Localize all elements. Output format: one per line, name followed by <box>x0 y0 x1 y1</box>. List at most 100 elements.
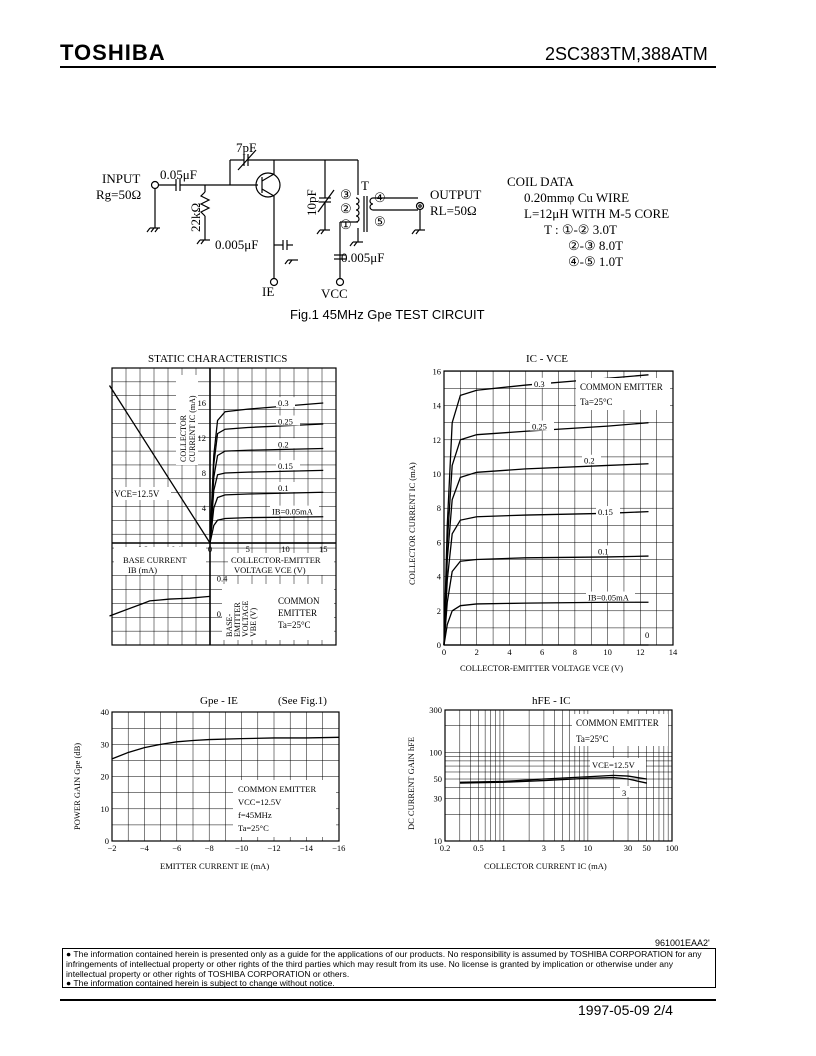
label-bg <box>294 0 303 10</box>
icvce-curve-5 <box>443 601 649 646</box>
static-series-label: 0.25 <box>278 417 293 427</box>
icvce-ytick: 14 <box>433 401 442 411</box>
gpe-xtick: −6 <box>172 843 181 853</box>
hfe-ytick: 50 <box>434 774 443 784</box>
label-bg <box>276 460 300 471</box>
t-label: T <box>361 178 369 193</box>
hfe-ylabel: DC CURRENT GAIN hFE <box>406 737 416 830</box>
static-vce-label: VOLTAGE VCE (V) <box>234 565 306 575</box>
static-title: STATIC CHARACTERISTICS <box>148 353 287 365</box>
hfe-curve-0 <box>459 774 647 783</box>
c-in-label: 0.05μF <box>160 167 197 182</box>
gpe-xtick: −12 <box>267 843 280 853</box>
label-bg <box>276 438 295 449</box>
coil-line-5: ②-③ 8.0T <box>568 238 623 253</box>
hfe-xlabel: COLLECTOR CURRENT IC (mA) <box>484 861 607 871</box>
coil-line-1: COIL DATA <box>507 174 574 189</box>
gpe-xtick: −2 <box>107 843 116 853</box>
icvce-series-label: 0.2 <box>584 456 595 466</box>
icvce-ytick: 10 <box>433 469 442 479</box>
static-xtick: 5 <box>246 544 250 554</box>
gpe-xtick: −10 <box>235 843 248 853</box>
hfe-xtick: 5 <box>560 843 564 853</box>
icvce-xtick: 0 <box>442 647 446 657</box>
static-input-curve <box>109 595 211 617</box>
gpe-xtick: −4 <box>140 843 150 853</box>
gpe-xtick: −8 <box>205 843 214 853</box>
icvce-xtick: 4 <box>507 647 512 657</box>
icvce-title: IC - VCE <box>526 353 568 365</box>
icvce-xtick: 10 <box>603 647 612 657</box>
icvce-legend-1: COMMON EMITTER <box>580 382 663 392</box>
hfe-xtick: 50 <box>642 843 651 853</box>
pin3-label: ③ <box>340 187 352 202</box>
c-fb-label: 7pF <box>236 140 256 155</box>
label-bg <box>620 786 630 797</box>
static-xtick: 0 <box>208 544 212 554</box>
gpe-ytick: 20 <box>101 772 110 782</box>
hfe-series-label: 3 <box>622 788 626 798</box>
ie-label: IE <box>262 284 274 299</box>
header-rule <box>60 66 716 68</box>
rl-label: RL=50Ω <box>430 203 477 218</box>
static-collector-label: COLLECTOR <box>179 414 188 462</box>
icvce-ytick: 4 <box>437 572 442 582</box>
icvce-xlabel: COLLECTOR-EMITTER VOLTAGE VCE (V) <box>460 663 623 673</box>
static-series-label: IB=0.05mA <box>272 507 314 517</box>
label-bg <box>596 506 620 517</box>
label-bg <box>276 397 295 408</box>
test-circuit <box>146 149 425 287</box>
icvce-series-label: 0.3 <box>534 379 545 389</box>
hfe-legend-2: Ta=25°C <box>576 734 609 744</box>
hfe-xtick: 10 <box>584 843 593 853</box>
hfe-xtick: 1 <box>502 843 506 853</box>
label-bg <box>532 377 551 388</box>
icvce-ytick: 0 <box>437 640 441 650</box>
icvce-ytick: 16 <box>433 366 442 376</box>
part-number: 2SC383TM,388ATM <box>545 44 708 64</box>
pin1-label: ① <box>340 217 352 232</box>
static-vce-annotation: VCE=12.5V <box>114 489 160 499</box>
icvce-series-label: 0.15 <box>598 507 613 517</box>
icvce-series-label: IB=0.05mA <box>588 593 630 603</box>
hfe-xtick: 30 <box>624 843 633 853</box>
static-common: COMMON <box>278 596 320 606</box>
static-curve-3 <box>209 469 324 544</box>
icvce-xtick: 14 <box>669 647 678 657</box>
label-bg <box>530 420 554 431</box>
c-tune-label: 10pF <box>304 189 319 216</box>
icvce-ylabel: COLLECTOR CURRENT IC (mA) <box>407 462 417 585</box>
gpe-ytick: 0 <box>105 836 109 846</box>
svg-text:VOLTAGE: VOLTAGE <box>241 600 250 637</box>
hfe-curve-1 <box>459 776 647 784</box>
disclaimer-box: ● The information contained herein is pr… <box>62 948 716 988</box>
c-vcc-label: 0.005μF <box>341 250 384 265</box>
static-curve-2 <box>209 447 324 544</box>
icvce-curve-4 <box>443 555 649 646</box>
icvce-legend-2: Ta=25°C <box>580 397 613 407</box>
c-e-label: 0.005μF <box>215 237 258 252</box>
icvce-ytick: 6 <box>437 537 441 547</box>
circuit-labels: INPUT Rg=50Ω 0.05μF 7pF 22kΩ 0.005μF IE … <box>96 140 481 301</box>
pin5-label: ⑤ <box>374 214 386 229</box>
static-transfer-curve <box>108 385 211 544</box>
label-bg <box>643 629 652 640</box>
icvce-curve-3 <box>443 510 649 646</box>
gpe-legend-3: f=45MHz <box>238 810 272 820</box>
label-bg <box>270 505 319 516</box>
static-curve-4 <box>209 491 324 544</box>
static-series-label: 0.1 <box>278 483 289 493</box>
icvce-ytick: 8 <box>437 503 441 513</box>
hfe-legend-1: COMMON EMITTER <box>576 718 659 728</box>
coil-line-3: L=12μH WITH M-5 CORE <box>524 206 669 221</box>
icvce-xtick: 2 <box>475 647 479 657</box>
static-ytick: 12 <box>198 433 207 443</box>
label-bg <box>590 758 646 770</box>
static-cev-label: COLLECTOR-EMITTER <box>231 555 321 565</box>
icvce-ytick: 12 <box>433 435 442 445</box>
hfe-ytick: 300 <box>429 705 442 715</box>
static-xtick: 15 <box>319 544 328 554</box>
disclaimer-2: ● The information contained herein is su… <box>66 978 335 989</box>
hfe-series-label: VCE=12.5V <box>592 760 636 770</box>
static-xtick: 10 <box>281 544 290 554</box>
